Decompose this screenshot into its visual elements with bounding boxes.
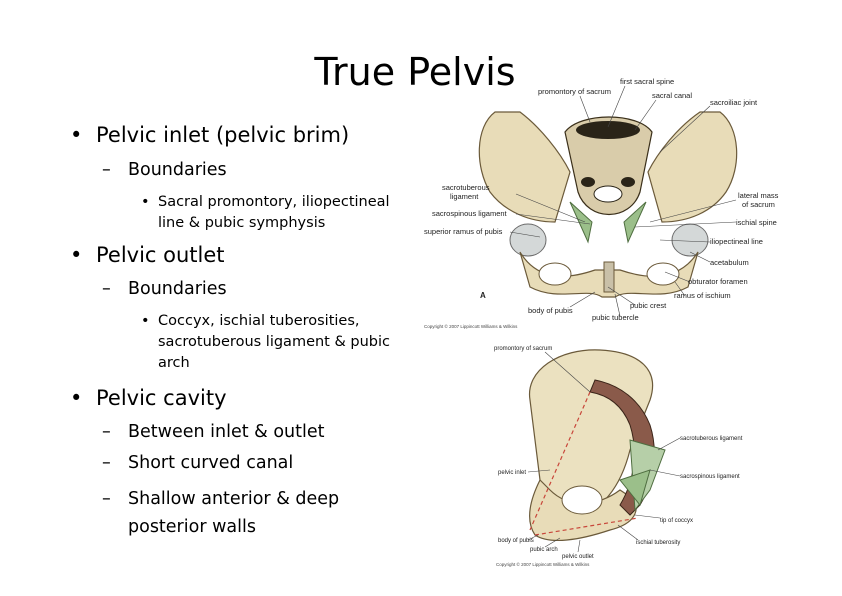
label-promontory-b: promontory of sacrum [494,346,552,352]
sub-bullet-canal: – Short curved canal [102,453,294,473]
sub-bullet-walls: – Shallow anterior & deep posterior wall… [102,485,340,541]
sacrospinous-ligament-left [569,201,593,244]
label-promontory: promontory of sacrum [538,87,611,96]
detail-line: line & pubic symphysis [158,215,326,231]
right-iliac-wing [647,111,738,223]
pubic-symphysis [603,261,615,293]
sub-bullet-text: Boundaries [128,160,227,180]
sacral-foramen [621,177,635,187]
leader-lines [509,85,737,317]
label-pubic-tubercle: pubic tubercle [592,313,639,322]
dash-icon: – [102,160,111,180]
pelvic-outlet-line [534,517,639,536]
detail-line: Coccyx, ischial tuberosities, [158,313,360,329]
bullet-text: Pelvic cavity [96,386,227,410]
sub-bullet-between: – Between inlet & outlet [102,422,325,442]
sub-bullet-text: Short curved canal [128,453,294,473]
obturator-foramen-left [538,262,572,286]
label-body-pubis-b: body of pubis [498,538,534,544]
left-iliac-wing [478,111,571,223]
label-ischial-spine: ischial spine [736,218,777,227]
bullet-icon: • [70,386,83,410]
label-tip-coccyx: tip of coccyx [660,518,693,524]
label-sacroiliac-joint: sacroiliac joint [710,98,758,107]
copyright-b: Copyright © 2007 Lippincott Williams & W… [496,561,590,567]
label-sacrotuberous-b: sacrotuberous ligament [680,436,743,442]
label-body-pubis: body of pubis [528,306,573,315]
bullet-pelvic-inlet: • Pelvic inlet (pelvic brim) [70,123,350,147]
bullet-icon: • [70,243,83,267]
label-ramus-ischium: ramus of ischium [674,291,731,300]
bullet-pelvic-outlet: • Pelvic outlet [70,243,225,267]
bullet-pelvic-cavity: • Pelvic cavity [70,386,227,410]
label-superior-ramus: superior ramus of pubis [424,227,503,236]
detail-line: sacrotuberous ligament & pubic [158,334,390,350]
coccyx [593,185,623,203]
label-sacrotuberous-2: ligament [450,192,479,201]
acetabulum-right [671,223,709,257]
dash-icon: – [102,453,111,473]
sacrospinous-ligament-right [623,201,647,244]
sacral-foramen [581,177,595,187]
label-sacrotuberous-1: sacrotuberous [442,183,490,192]
sub-bullet-boundaries-2: – Boundaries [102,279,227,299]
label-pubic-crest: pubic crest [630,301,667,310]
bullet-icon: • [70,123,83,147]
sub-bullet-text: posterior walls [128,517,256,537]
obturator-foramen [561,485,603,515]
copyright-a: Copyright © 2007 Lippincott Williams & W… [424,323,518,329]
detail-line: arch [158,355,190,371]
dash-icon: – [102,279,111,299]
label-sacrospinous: sacrospinous ligament [432,209,508,218]
panel-letter: A [480,291,486,300]
label-first-sacral-spine: first sacral spine [620,77,674,86]
label-pelvic-outlet: pelvic outlet [562,554,594,560]
label-ischial-tuberosity: ischial tuberosity [636,540,680,546]
slide-title: True Pelvis [314,50,516,94]
sacrum [564,116,653,215]
bullet-text: Pelvic inlet (pelvic brim) [96,123,350,147]
sub-bullet-text: Boundaries [128,279,227,299]
acetabulum-left [509,223,547,257]
sub-bullet-boundaries-1: – Boundaries [102,160,227,180]
label-sacrospinous-b: sacrospinous ligament [680,474,740,480]
label-iliopectineal: iliopectineal line [710,237,763,246]
dash-icon: – [102,489,111,509]
bullet-icon: • [141,194,150,210]
label-obturator: obturator foramen [688,277,748,286]
label-pubic-arch: pubic arch [530,547,558,553]
sacrospinous-ligament [619,469,651,507]
label-lateral-mass-2: of sacrum [742,200,775,209]
bullet-text: Pelvic outlet [96,243,225,267]
detail-bullet-outlet: • Coccyx, ischial tuberosities, sacrotub… [141,311,390,374]
label-acetabulum: acetabulum [710,258,749,267]
obturator-foramen-right [646,262,680,286]
leader-lines [527,351,681,553]
bullet-icon: • [141,313,150,329]
label-pelvic-inlet: pelvic inlet [498,470,526,476]
pelvis-anterior-figure: first sacral spine promontory of sacrum … [424,77,779,329]
pelvis-sagittal-figure: promontory of sacrum sacrotuberous ligam… [494,346,743,567]
label-sacral-canal: sacral canal [652,91,692,100]
detail-line: Sacral promontory, iliopectineal [158,194,390,210]
label-lateral-mass-1: lateral mass [738,191,779,200]
dash-icon: – [102,422,111,442]
sub-bullet-text: Between inlet & outlet [128,422,325,442]
sub-bullet-text: Shallow anterior & deep [128,489,340,509]
sacral-canal [576,121,640,139]
detail-bullet-inlet: • Sacral promontory, iliopectineal line … [141,192,390,234]
